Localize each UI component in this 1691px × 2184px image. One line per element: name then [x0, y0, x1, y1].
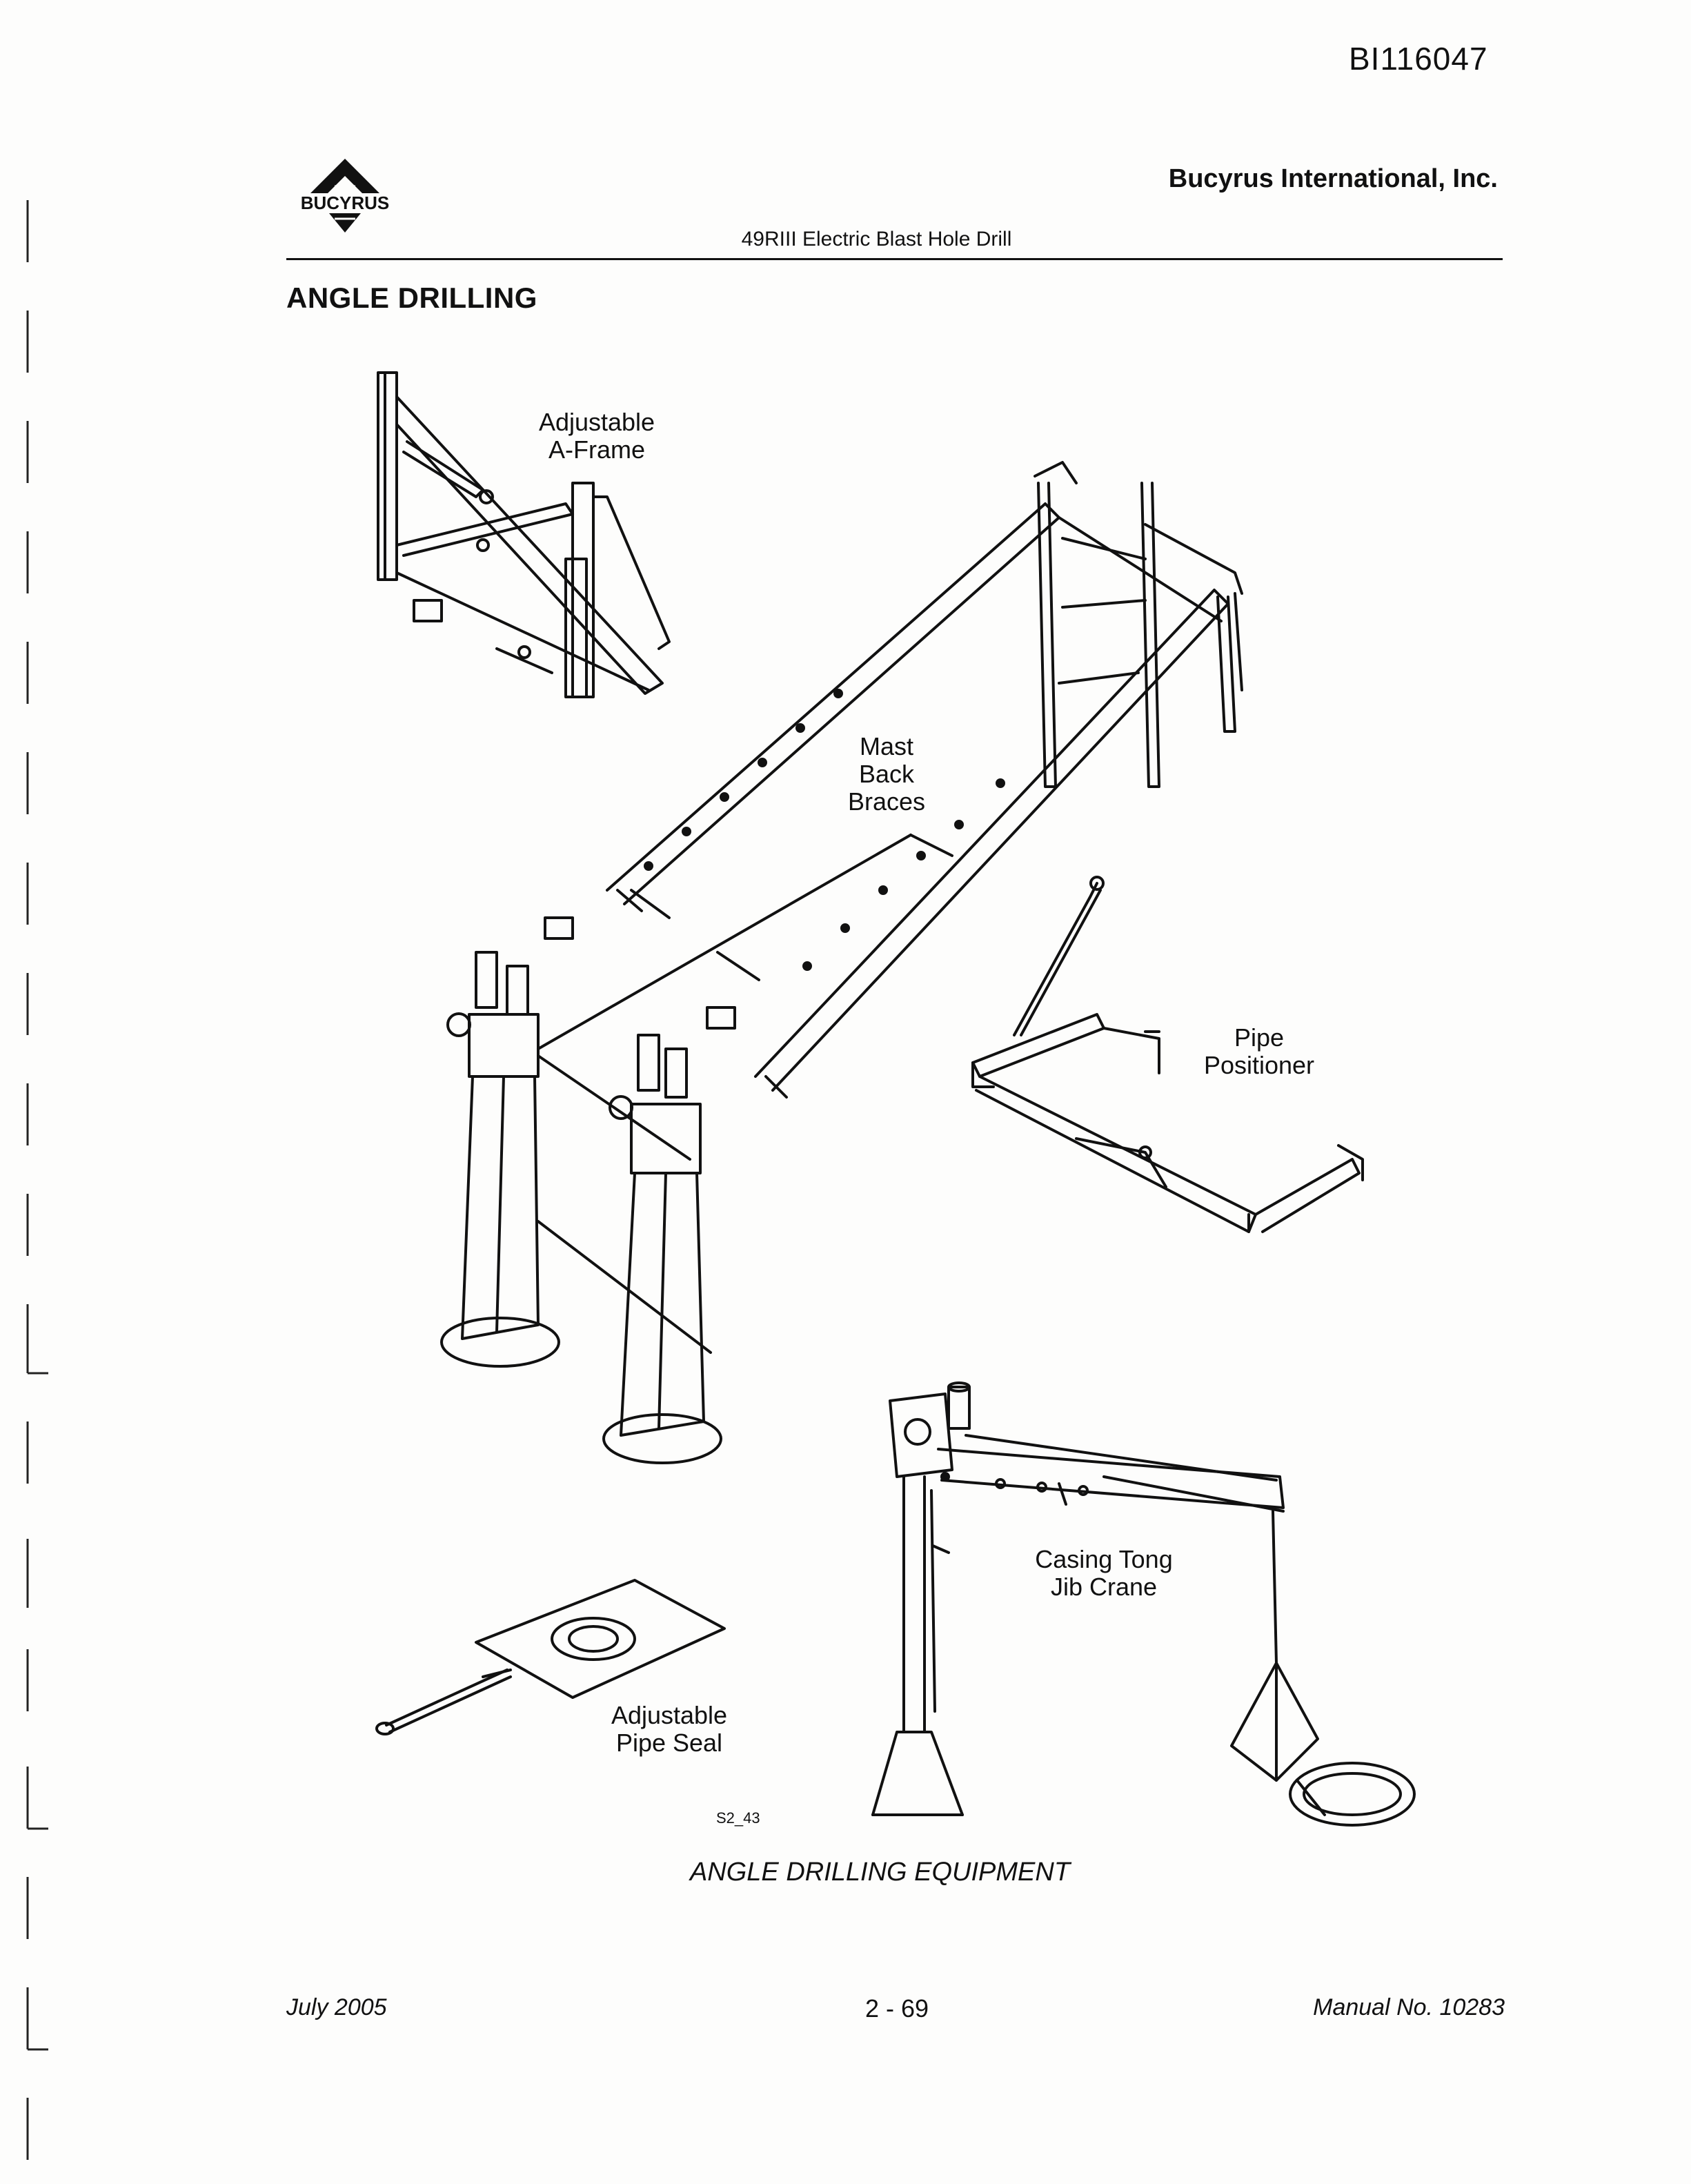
figure-caption: ANGLE DRILLING EQUIPMENT [689, 1858, 1071, 1887]
label-line: Mast [859, 732, 913, 760]
label-casing-tong-jib-crane: Casing Tong Jib Crane [1000, 1546, 1207, 1601]
label-line: Braces [847, 787, 926, 816]
manual-subtitle: 49RIII Electric Blast Hole Drill [741, 228, 1012, 250]
label-pipe-positioner: Pipe Positioner [1173, 1024, 1345, 1079]
figure-code: S2_43 [716, 1809, 760, 1827]
label-line: Adjustable [611, 1701, 728, 1729]
label-line: Positioner [1203, 1051, 1315, 1079]
label-line: Back [858, 760, 915, 788]
pipe-positioner-drawing [971, 876, 1364, 1233]
label-line: Pipe [1234, 1023, 1285, 1052]
label-line: Adjustable [538, 408, 655, 436]
logo-wordmark: BUCYRUS [301, 193, 390, 213]
label-line: Jib Crane [1050, 1573, 1158, 1601]
bucyrus-logo: BUCYRUS [301, 159, 390, 233]
footer-date: July 2005 [286, 1994, 387, 2020]
label-mast-back-braces: Mast Back Braces [818, 733, 956, 816]
label-line: Pipe Seal [615, 1729, 723, 1757]
label-line: Casing Tong [1035, 1545, 1173, 1573]
mast-back-braces-drawing [440, 461, 1243, 1464]
label-adjustable-a-frame: Adjustable A-Frame [504, 409, 690, 464]
document-id: BI116047 [1349, 41, 1488, 77]
jib-crane-drawing [871, 1381, 1416, 1827]
a-frame-drawing [377, 371, 671, 698]
label-adjustable-pipe-seal: Adjustable Pipe Seal [580, 1702, 759, 1757]
section-title: ANGLE DRILLING [286, 282, 537, 314]
company-name: Bucyrus International, Inc. [1168, 164, 1498, 193]
header-rule [286, 258, 1503, 260]
pipe-seal-drawing [375, 1579, 726, 1735]
footer-page-number: 2 - 69 [864, 1994, 929, 2023]
label-line: A-Frame [548, 435, 645, 464]
footer-manual-number: Manual No. 10283 [1313, 1994, 1505, 2020]
